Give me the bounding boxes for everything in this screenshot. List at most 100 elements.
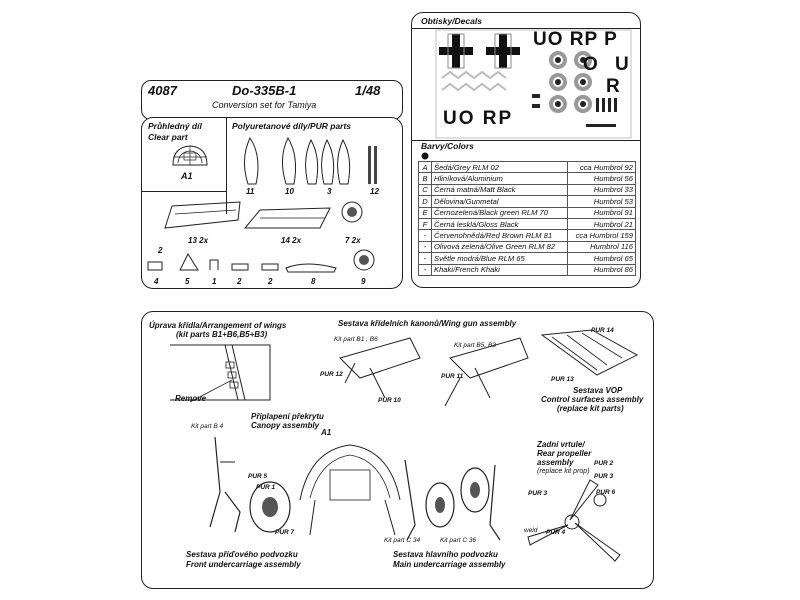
kit-number: 4087 xyxy=(148,83,177,98)
color-name: Světle modrá/Blue RLM 65 xyxy=(430,252,569,265)
wing-title-cz: Úprava křídla/Arrangement of wings xyxy=(149,321,287,330)
kit-part-b1-b6: Kit part B1 , B6 xyxy=(334,336,378,343)
colors-title: Barvy/Colors xyxy=(421,141,474,151)
control-surfaces-drawing xyxy=(164,201,363,229)
color-code: Humbrol 21 xyxy=(567,217,636,231)
color-code: Humbrol 53 xyxy=(567,195,636,208)
canopy-title-en: Canopy assembly xyxy=(251,421,320,430)
wing-gun-title: Sestava křídelních kanonů/Wing gun assem… xyxy=(338,319,517,328)
kit-part-b5-b3: Kit part B5, B3 xyxy=(454,342,496,349)
color-code: Humbrol 56 xyxy=(567,172,636,185)
decal-code-r: R xyxy=(606,76,620,97)
main-undercarriage-drawing xyxy=(404,459,501,541)
part-label-1: 1 xyxy=(212,277,217,286)
pur-13-label: PUR 13 xyxy=(551,376,574,383)
color-name: Khaki/French Khaki xyxy=(430,263,569,276)
part-label-14: 14 2x xyxy=(281,236,302,245)
part-label-4: 4 xyxy=(154,277,159,286)
color-name: Černá lesklá/Gloss Black xyxy=(430,217,569,231)
color-code: Humbrol 116 xyxy=(567,240,636,254)
model-name: Do-335B-1 xyxy=(232,83,297,98)
color-code: Humbrol 86 xyxy=(567,263,636,276)
pur-3b-label: PUR 3 xyxy=(528,490,548,497)
header-panel xyxy=(141,80,403,120)
part-label-13: 13 2x xyxy=(188,236,209,245)
clear-part-label: A1 xyxy=(181,171,193,181)
kit-part-b4: Kit part B 4 xyxy=(191,423,224,430)
main-undercarriage-en: Main undercarriage assembly xyxy=(393,560,506,569)
pur-12-label: PUR 12 xyxy=(320,371,343,378)
kit-part-c34: Kit part C 34 xyxy=(384,537,421,544)
color-code: cca Humbrol 159 xyxy=(567,229,636,242)
rear-prop-en2: assembly xyxy=(537,458,574,467)
color-key: E xyxy=(418,206,432,219)
part-label-11: 11 xyxy=(246,187,255,196)
decal-sheet-drawing xyxy=(435,29,632,139)
part-label-5: 5 xyxy=(185,277,190,286)
remove-label: Remove xyxy=(175,394,207,403)
pur-14-label: PUR 14 xyxy=(591,327,614,334)
front-undercarriage-en: Front undercarriage assembly xyxy=(186,560,301,569)
color-code: Humbrol 33 xyxy=(567,183,636,197)
wing-arrangement-drawing xyxy=(170,344,271,403)
control-surfaces-assembly-drawing xyxy=(540,329,639,376)
parts-divider-h xyxy=(142,191,227,192)
pur-7-label: PUR 7 xyxy=(275,529,295,536)
pur-parts-title: Polyuretanové díly/PUR parts xyxy=(232,121,352,131)
part-label-2a: 2 xyxy=(158,246,163,255)
part-label-3: 3 xyxy=(327,187,332,196)
vop-title-cz: Sestava VOP xyxy=(573,386,623,395)
weld-label: weld xyxy=(524,527,538,534)
color-key: A xyxy=(418,160,432,174)
part-label-12: 12 xyxy=(370,187,379,196)
decals-separator xyxy=(412,28,640,29)
part-label-9: 9 xyxy=(361,277,366,286)
scale: 1/48 xyxy=(355,83,381,98)
color-name: Dělovina/Gunmetal xyxy=(430,195,569,208)
part-label-10: 10 xyxy=(285,187,294,196)
canopy-part-drawing xyxy=(172,145,208,166)
color-name: Černá matná/Matt Black xyxy=(430,183,569,197)
color-name: Olivová zelená/Olive Green RLM 82 xyxy=(430,240,569,254)
wing-title-en: (kit parts B1+B6,B5+B3) xyxy=(176,330,268,339)
clear-part-title-en: Clear part xyxy=(148,132,188,142)
part-label-7: 7 2x xyxy=(345,236,361,245)
front-undercarriage-drawing xyxy=(209,436,291,533)
colors-bullet-icon xyxy=(421,152,429,160)
color-name: Šedá/Grey RLM 02 xyxy=(430,160,569,174)
color-name: Černozelená/Black green RLM 70 xyxy=(430,206,569,219)
clear-part-title-cz: Průhledný díl xyxy=(148,121,202,131)
rear-prop-note: (replace kit prop) xyxy=(537,468,590,475)
color-key: - xyxy=(418,263,432,276)
rear-prop-en1: Rear propeller xyxy=(537,449,592,458)
color-key: F xyxy=(418,217,432,231)
color-key: - xyxy=(418,229,432,242)
decal-code-bottom: UO RP xyxy=(443,108,514,129)
assembly-panel xyxy=(141,311,654,589)
canopy-assembly-drawing xyxy=(299,444,401,536)
part-label-2b: 2 xyxy=(237,277,242,286)
rear-prop-cz: Zadní vrtule/ xyxy=(537,440,585,449)
color-code: cca Humbrol 92 xyxy=(567,160,636,174)
decal-code-mid: O U xyxy=(583,54,635,75)
color-name: Červenohnědá/Red Brown RLM 81 xyxy=(430,229,569,242)
decal-code-top: UO RP P xyxy=(533,29,618,50)
color-key: - xyxy=(418,252,432,265)
canopy-title-cz: Připlapení překrytu xyxy=(251,412,324,421)
wing-gun-drawing xyxy=(339,337,529,407)
color-key: - xyxy=(418,240,432,254)
vop-note: (replace kit parts) xyxy=(557,404,624,413)
rear-propeller-drawing xyxy=(527,479,621,562)
color-key: B xyxy=(418,172,432,185)
pur-3-label: PUR 3 xyxy=(594,473,614,480)
color-code: Humbrol 91 xyxy=(567,206,636,219)
